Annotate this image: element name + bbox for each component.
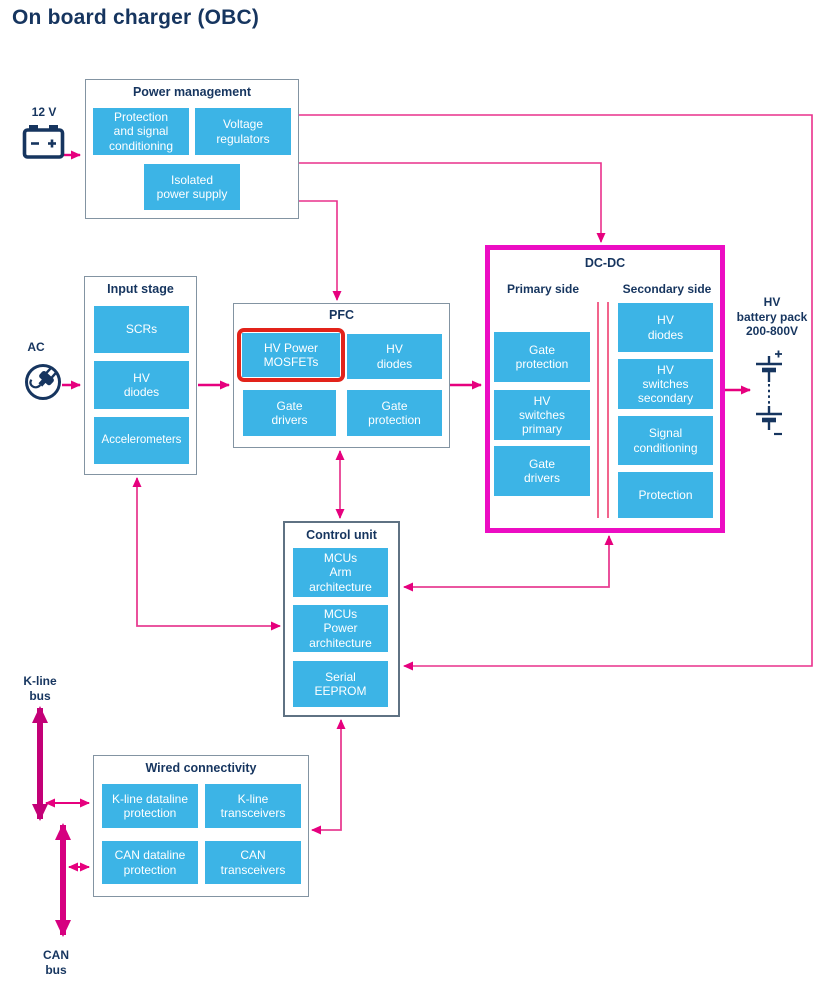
signal-conditioning-cell: Signal conditioning bbox=[618, 416, 713, 465]
hv-power-mosfets-cell: HV Power MOSFETs bbox=[242, 333, 340, 377]
battery-12v-icon bbox=[22, 125, 65, 159]
line-input-stage-control-unit bbox=[132, 477, 281, 631]
wired-connectivity-block: Wired connectivity K-line dataline prote… bbox=[93, 755, 309, 897]
line-control-unit-wired-connectivity bbox=[311, 719, 346, 835]
isolated-power-supply-cell: Isolated power supply bbox=[144, 164, 240, 210]
isolation-barrier-line bbox=[597, 302, 599, 518]
gate-protection-pfc-cell: Gate protection bbox=[347, 390, 442, 436]
gate-drivers-primary-cell: Gate drivers bbox=[494, 446, 590, 496]
hv-diodes-input-cell: HV diodes bbox=[94, 361, 189, 409]
line-power-management-to-pfc bbox=[299, 200, 342, 301]
line-dcdc-control-unit bbox=[403, 535, 614, 592]
dc-input-label: 12 V bbox=[31, 105, 57, 119]
dcdc-primary-side-heading: Primary side bbox=[506, 282, 580, 296]
control-unit-title: Control unit bbox=[306, 528, 377, 542]
can-transceivers-cell: CAN transceivers bbox=[205, 841, 301, 884]
mcus-power-architecture-cell: MCUs Power architecture bbox=[293, 605, 388, 652]
page-title: On board charger (OBC) bbox=[12, 6, 260, 29]
hv-diodes-pfc-cell: HV diodes bbox=[347, 334, 442, 379]
pfc-title: PFC bbox=[329, 308, 354, 322]
can-bus-label: CAN bus bbox=[43, 948, 69, 977]
accelerometers-cell: Accelerometers bbox=[94, 417, 189, 464]
isolation-barrier-line bbox=[607, 302, 609, 518]
line-power-management-to-dcdc bbox=[299, 162, 606, 243]
hv-battery-symbol-icon bbox=[756, 350, 782, 436]
scrs-cell: SCRs bbox=[94, 306, 189, 353]
power-management-title: Power management bbox=[132, 85, 252, 99]
dcdc-block: DC-DC Primary side Secondary side Gate p… bbox=[485, 245, 725, 533]
voltage-regulators-cell: Voltage regulators bbox=[195, 108, 291, 155]
hv-switches-primary-cell: HV switches primary bbox=[494, 390, 590, 440]
control-unit-block: Control unit MCUs Arm architecture MCUs … bbox=[283, 521, 400, 717]
ac-plug-icon bbox=[25, 364, 61, 400]
kline-dataline-protection-cell: K-line dataline protection bbox=[102, 784, 198, 828]
kline-transceivers-cell: K-line transceivers bbox=[205, 784, 301, 828]
protection-secondary-cell: Protection bbox=[618, 472, 713, 518]
kline-bus-label: K-line bus bbox=[23, 674, 57, 703]
serial-eeprom-cell: Serial EEPROM bbox=[293, 661, 388, 707]
mcus-arm-architecture-cell: MCUs Arm architecture bbox=[293, 548, 388, 597]
hv-diodes-secondary-cell: HV diodes bbox=[618, 303, 713, 352]
wired-connectivity-title: Wired connectivity bbox=[145, 761, 257, 775]
power-management-block: Power management Protection and signal c… bbox=[85, 79, 299, 219]
ac-input-label: AC bbox=[27, 340, 45, 354]
input-stage-block: Input stage SCRs HV diodes Accelerometer… bbox=[84, 276, 197, 475]
protection-signal-conditioning-cell: Protection and signal conditioning bbox=[93, 108, 189, 155]
gate-drivers-pfc-cell: Gate drivers bbox=[243, 390, 336, 436]
gate-protection-primary-cell: Gate protection bbox=[494, 332, 590, 382]
hv-battery-label: HV battery pack 200-800V bbox=[736, 295, 808, 339]
can-dataline-protection-cell: CAN dataline protection bbox=[102, 841, 198, 884]
pfc-block: PFC HV Power MOSFETs HV diodes Gate driv… bbox=[233, 303, 450, 448]
hv-switches-secondary-cell: HV switches secondary bbox=[618, 359, 713, 409]
dcdc-secondary-side-heading: Secondary side bbox=[622, 282, 712, 296]
dcdc-title: DC-DC bbox=[584, 256, 626, 270]
input-stage-title: Input stage bbox=[107, 282, 174, 296]
hv-power-mosfets-highlight: HV Power MOSFETs bbox=[237, 328, 345, 382]
